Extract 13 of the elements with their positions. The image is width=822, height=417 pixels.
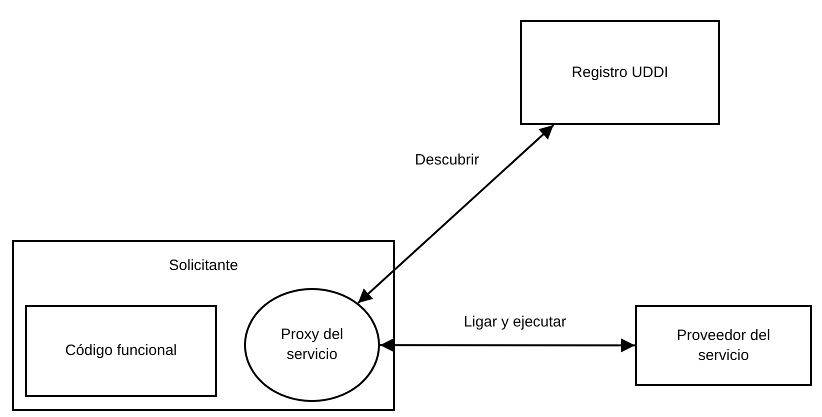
node-label: Código funcional bbox=[64, 340, 178, 361]
node-label: Proxy del servicio bbox=[280, 324, 344, 365]
provider-box bbox=[635, 305, 812, 386]
proxy-ellipse bbox=[244, 288, 380, 402]
double-arrow bbox=[357, 124, 554, 304]
node-label: Proveedor del servicio bbox=[676, 325, 772, 366]
edge-label: Ligar y ejecutar bbox=[462, 314, 568, 330]
registry-box bbox=[520, 20, 720, 125]
double-arrow bbox=[380, 338, 635, 352]
process-box bbox=[25, 305, 217, 397]
node-label: Solicitante bbox=[168, 256, 240, 276]
requester-container bbox=[12, 240, 395, 411]
node-label: Registro UDDI bbox=[570, 62, 670, 82]
